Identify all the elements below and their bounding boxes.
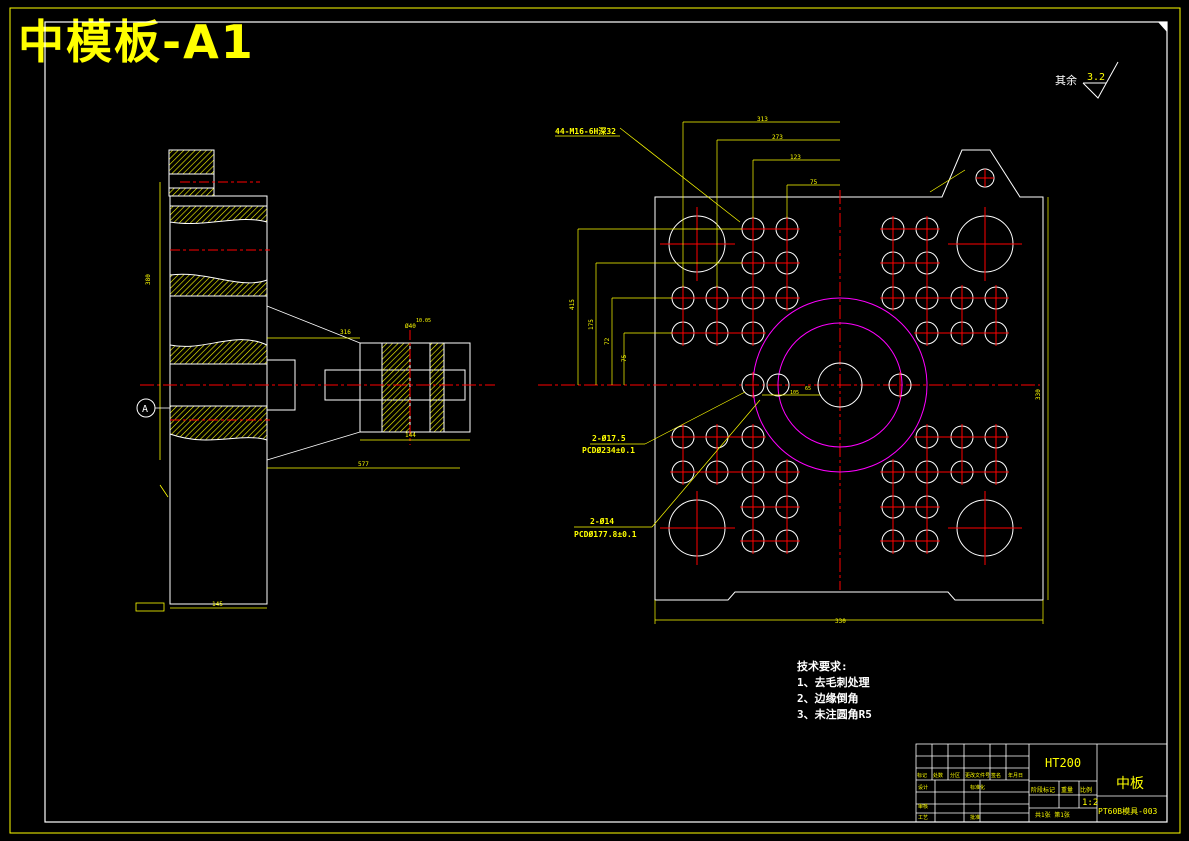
technical-notes: 技术要求: 1、去毛刺处理 2、边缘倒角 3、未注圆角R5	[797, 659, 872, 721]
dim-left-height: 380	[145, 274, 152, 285]
tech-note-1: 1、去毛刺处理	[797, 675, 870, 689]
row-design: 设计	[918, 784, 928, 791]
dim-v-415: 415	[569, 299, 576, 310]
drawing-number: PT60B模具-003	[1098, 806, 1158, 816]
title-block-text: HT200 中板 1:2 PT60B模具-003 阶段标记 重量 比例 共1张 …	[917, 756, 1158, 821]
dim-front-313: 313	[757, 116, 768, 123]
corner-mark	[1158, 22, 1167, 32]
dim-front-330: 330	[835, 618, 846, 625]
tech-note-2: 2、边缘倒角	[797, 691, 859, 705]
col-mark: 标记	[917, 772, 927, 779]
callout-pcd-177: PCDØ177.8±0.1	[574, 529, 637, 539]
col-count: 处数	[933, 772, 943, 779]
col-zone: 分区	[950, 772, 960, 779]
dim-left-40: Ø40	[405, 323, 416, 330]
tech-note-3: 3、未注圆角R5	[797, 707, 872, 721]
callout-14-holes: 2-Ø14	[590, 516, 614, 526]
dim-left-316: 316	[340, 329, 351, 336]
col-date: 年月日	[1008, 772, 1023, 779]
callout-pcd-234: PCDØ234±0.1	[582, 445, 635, 455]
dim-left-144: 144	[405, 432, 416, 439]
dim-front-75: 75	[810, 179, 818, 186]
dim-left-depth: 145	[212, 601, 223, 608]
side-section-view: 380 145 577 316 144 Ø40 10.05 A	[135, 149, 495, 612]
dim-v-72: 72	[604, 337, 611, 345]
title-block	[915, 743, 1168, 823]
front-view: 313 273 123 75 330 330 105 65 415 175 72…	[538, 116, 1049, 625]
part-name: 中板	[1116, 776, 1144, 792]
hole-centermarks	[660, 169, 1022, 565]
inner-border	[44, 21, 1168, 823]
scale-header: 比例	[1080, 786, 1092, 794]
sheet-info: 共1张 第1张	[1035, 811, 1070, 819]
dim-front-side: 330	[1035, 389, 1042, 400]
dim-v-75: 75	[621, 354, 628, 362]
callout-m16-holes: 44-M16-6H深32	[555, 126, 616, 136]
scale: 1:2	[1082, 798, 1098, 808]
material: HT200	[1045, 756, 1081, 770]
dim-v-175: 175	[588, 319, 595, 330]
dim-front-123: 123	[790, 154, 801, 161]
dim-right-105: 105	[790, 390, 799, 396]
dim-left-b: 10.05	[416, 318, 431, 324]
callout-175-holes: 2-Ø17.5	[592, 433, 626, 443]
col-signature: 签名	[991, 772, 1001, 779]
approve-label: 批准	[970, 814, 980, 821]
stage-header: 阶段标记	[1031, 786, 1055, 794]
std-label: 标准化	[970, 784, 985, 791]
col-change-doc: 更改文件号	[965, 772, 990, 779]
weight-header: 重量	[1061, 786, 1073, 794]
surface-finish-label: 其余	[1055, 73, 1077, 87]
datum-label: A	[142, 404, 148, 415]
dim-right-65: 65	[805, 386, 811, 392]
sheet-title: 中模板-A1	[18, 15, 255, 69]
tech-notes-heading: 技术要求:	[797, 659, 848, 673]
row-review: 审核	[918, 803, 928, 810]
dim-left-577: 577	[358, 461, 369, 468]
surface-finish-note: 其余 3.2	[1055, 61, 1119, 99]
surface-finish-value: 3.2	[1087, 72, 1105, 83]
row-process: 工艺	[918, 815, 928, 821]
outer-border	[9, 7, 1181, 834]
dim-front-273: 273	[772, 134, 783, 141]
